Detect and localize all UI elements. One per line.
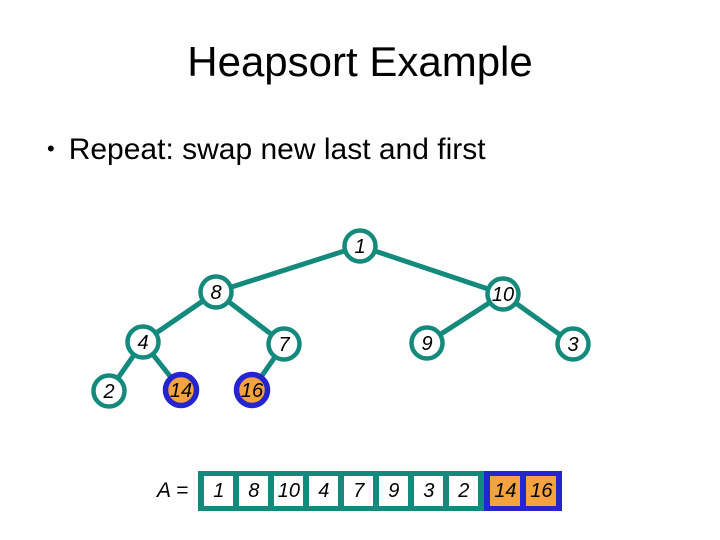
array-row: A = 1 8 10 4 7 9 3 2 14 16 — [157, 471, 563, 511]
tree-node-14-highlighted: 14 — [162, 371, 200, 409]
tree-node-8: 8 — [198, 274, 234, 310]
tree-node-7: 7 — [266, 326, 302, 362]
array-cell: 8 — [239, 476, 269, 506]
tree-node-value: 8 — [210, 282, 221, 304]
array-cell-highlighted: 16 — [526, 476, 557, 506]
tree-node-value: 14 — [170, 380, 192, 402]
tree-node-value: 2 — [102, 381, 114, 403]
array-sorted-section: 14 16 — [484, 471, 563, 511]
tree-node-value: 10 — [492, 284, 514, 306]
tree-edges — [106, 243, 576, 394]
array-cell: 2 — [449, 476, 479, 506]
tree-node-16-highlighted: 16 — [233, 371, 271, 409]
tree-node-value: 1 — [354, 236, 365, 258]
bullet-line: • Repeat: swap new last and first — [47, 133, 486, 167]
array-cell: 1 — [204, 476, 234, 506]
tree-node-10: 10 — [485, 276, 521, 312]
tree-node-3: 3 — [555, 326, 591, 362]
array-cell: 7 — [344, 476, 374, 506]
tree-node-1: 1 — [342, 228, 378, 264]
array-heap-section: 1 8 10 4 7 9 3 2 — [198, 471, 485, 511]
tree-nodes: 1 8 10 4 7 9 3 — [91, 228, 591, 409]
tree-edge-1-10 — [357, 243, 506, 297]
array-cell: 4 — [309, 476, 339, 506]
tree-node-value: 7 — [278, 334, 290, 356]
tree-node-2: 2 — [91, 373, 127, 409]
bullet-text: Repeat: swap new last and first — [68, 133, 486, 166]
tree-node-4: 4 — [125, 324, 161, 360]
tree-node-9: 9 — [409, 325, 445, 361]
tree-node-value: 3 — [567, 334, 578, 356]
array-cell: 10 — [274, 476, 304, 506]
tree-node-value: 9 — [421, 333, 432, 355]
array-cell-highlighted: 14 — [490, 476, 521, 506]
page-title: Heapsort Example — [187, 38, 533, 85]
array-label: A = — [157, 479, 189, 502]
tree-node-value: 16 — [241, 380, 264, 402]
array-cell: 9 — [379, 476, 409, 506]
tree-node-value: 4 — [137, 332, 148, 354]
bullet-icon: • — [47, 136, 55, 161]
array-cell: 3 — [414, 476, 444, 506]
tree-edge-1-8 — [213, 243, 363, 295]
